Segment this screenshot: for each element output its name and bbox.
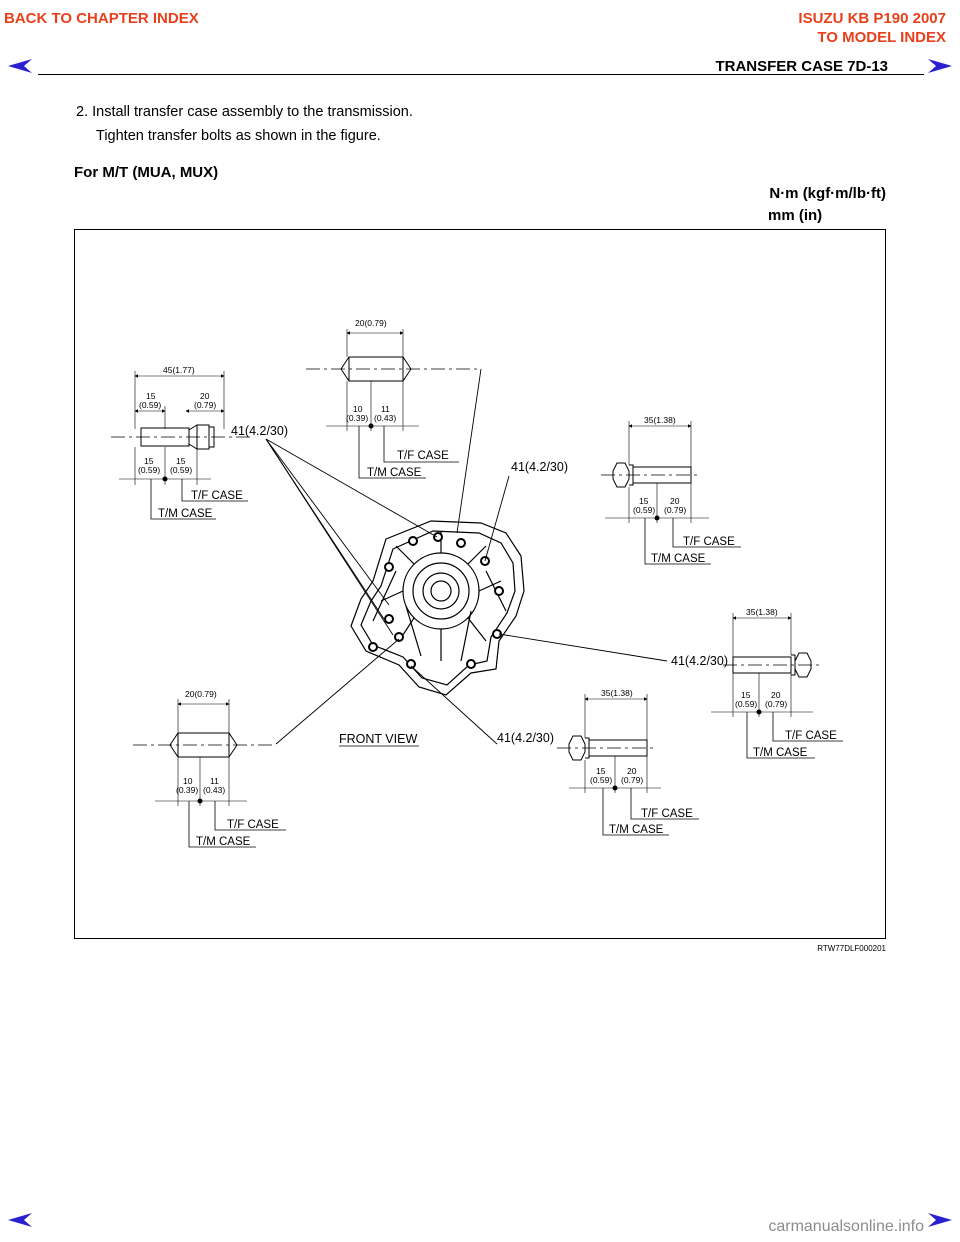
tf-case-label-rl: T/F CASE <box>785 730 837 742</box>
dim-10-top-label: 10 <box>353 404 363 414</box>
dim-35-ru-label: 35(1.38) <box>644 415 676 425</box>
dim-10-bl-label: 10 <box>183 776 193 786</box>
dowel-pin-top <box>306 329 481 479</box>
next-page-arrow-icon[interactable] <box>926 58 954 74</box>
stud-bolt-upper-left <box>111 371 251 520</box>
dim-20-rl-label: 20 <box>771 690 781 700</box>
dim-059-br-label: (0.59) <box>170 465 192 475</box>
dim-15-br-label: 15 <box>176 456 186 466</box>
dim-043-top-label: (0.43) <box>374 413 396 423</box>
torque-label-bottom: 41(4.2/30) <box>497 731 554 745</box>
tm-case-label-bm: T/M CASE <box>609 824 664 836</box>
tf-case-label-top: T/F CASE <box>397 450 449 462</box>
dim-15-bl-label: 15 <box>144 456 154 466</box>
tf-case-label-bm: T/F CASE <box>641 808 693 820</box>
dim-35-rl-label: 35(1.38) <box>746 607 778 617</box>
prev-page-arrow-bottom-icon[interactable] <box>6 1212 34 1228</box>
dim-039-top-label: (0.39) <box>346 413 368 423</box>
tm-case-label-top: T/M CASE <box>367 467 422 479</box>
dowel-pin-bottom-left <box>133 699 286 848</box>
dim-20-ru-label: 20 <box>670 496 680 506</box>
header-divider <box>38 74 924 75</box>
step-2-subtext: Tighten transfer bolts as shown in the f… <box>96 128 381 144</box>
front-view-label: FRONT VIEW <box>339 732 417 746</box>
dim-059-bm-label: (0.59) <box>590 775 612 785</box>
torque-label-upper-right: 41(4.2/30) <box>511 460 568 474</box>
torque-label-upper-left: 41(4.2/30) <box>231 424 288 438</box>
tf-case-label-ru: T/F CASE <box>683 536 735 548</box>
dim-059-rl-label: (0.59) <box>735 699 757 709</box>
transfer-case-housing <box>350 520 525 696</box>
leader-lines <box>265 368 668 745</box>
watermark-text: carmanualsonline.info <box>768 1218 924 1235</box>
dim-20-dowel-bl-label: 20(0.79) <box>185 689 217 699</box>
dim-45-label: 45(1.77) <box>163 365 195 375</box>
back-to-chapter-index-link[interactable]: BACK TO CHAPTER INDEX <box>4 10 199 27</box>
bolt-right-upper <box>601 421 741 565</box>
dim-079-top-label: (0.79) <box>194 400 216 410</box>
figure-id: RTW77DLF000201 <box>817 944 886 953</box>
tm-case-label-ru: T/M CASE <box>651 553 706 565</box>
torque-units: N·m (kgf·m/lb·ft) <box>769 185 886 202</box>
dim-079-bm-label: (0.79) <box>621 775 643 785</box>
bolt-bottom-middle <box>557 694 699 836</box>
next-page-arrow-bottom-icon[interactable] <box>926 1212 954 1228</box>
length-units: mm (in) <box>768 207 823 224</box>
dim-20-top-label: 20 <box>200 391 210 401</box>
dim-059-bl-label: (0.59) <box>138 465 160 475</box>
prev-page-arrow-icon[interactable] <box>6 58 34 74</box>
dim-059-ru-label: (0.59) <box>633 505 655 515</box>
dim-079-ru-label: (0.79) <box>664 505 686 515</box>
dim-11-bl-label: 11 <box>210 776 219 786</box>
step-2-text: 2. Install transfer case assembly to the… <box>76 104 413 120</box>
dim-043-bl-label: (0.43) <box>203 785 225 795</box>
dim-15-rl-label: 15 <box>741 690 751 700</box>
tf-case-label-bl: T/F CASE <box>227 819 279 831</box>
to-model-index-link[interactable]: TO MODEL INDEX <box>817 29 946 46</box>
transfer-case-bolt-diagram: 45(1.77) 15 (0.59) 20 (0.79) 15 (0.59) 1… <box>111 318 843 848</box>
housing-bolt-holes <box>368 532 504 669</box>
figure-frame: 45(1.77) 15 (0.59) 20 (0.79) 15 (0.59) 1… <box>74 229 886 939</box>
dim-059-top-label: (0.59) <box>139 400 161 410</box>
dim-079-rl-label: (0.79) <box>765 699 787 709</box>
section-title: For M/T (MUA, MUX) <box>74 164 219 181</box>
page-header-title: TRANSFER CASE 7D-13 <box>715 58 888 75</box>
tm-case-label-bl: T/M CASE <box>196 836 251 848</box>
model-title-link[interactable]: ISUZU KB P190 2007 <box>798 10 946 27</box>
dim-20-dowel-top-label: 20(0.79) <box>355 318 387 328</box>
dim-11-top-label: 11 <box>381 404 390 414</box>
dim-039-bl-label: (0.39) <box>176 785 198 795</box>
tm-case-label-rl: T/M CASE <box>753 747 808 759</box>
dim-20-bm-label: 20 <box>627 766 637 776</box>
bolt-right-lower <box>711 613 843 759</box>
tf-case-label-ul: T/F CASE <box>191 490 243 502</box>
dim-15-ru-label: 15 <box>639 496 649 506</box>
dim-35-bm-label: 35(1.38) <box>601 688 633 698</box>
torque-label-right: 41(4.2/30) <box>671 654 728 668</box>
dim-15-top-label: 15 <box>146 391 156 401</box>
tm-case-label-ul: T/M CASE <box>158 508 213 520</box>
dim-15-bm-label: 15 <box>596 766 606 776</box>
